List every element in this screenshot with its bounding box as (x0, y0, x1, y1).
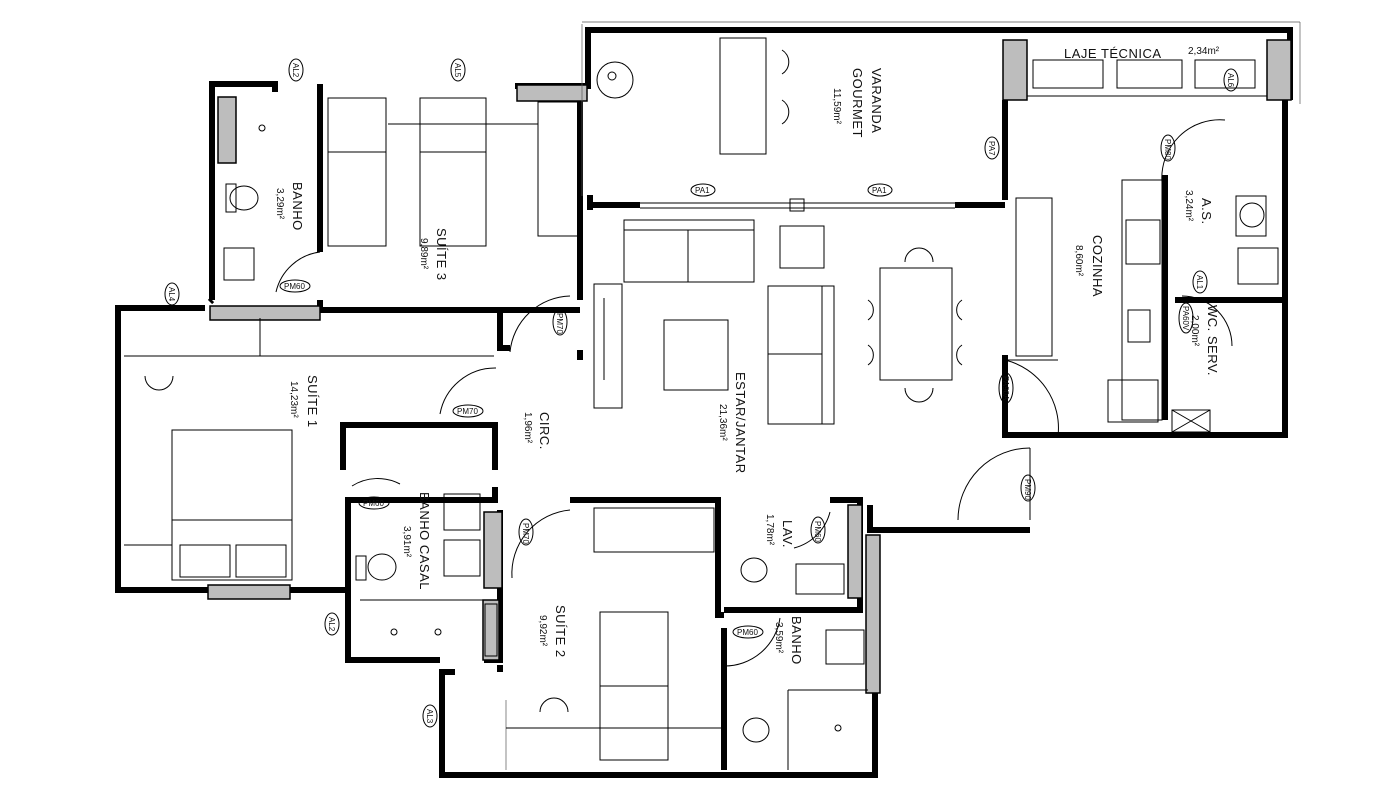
tag-pm60-suite2: PM60 (737, 628, 758, 637)
tag-pa90a: PA90A (1001, 376, 1010, 401)
tags: AL2 AL5 AL4 AL2 AL3 AL6 AL1 PA7 PA90A PM… (164, 58, 1239, 728)
wc-serv-area: 2,00m² (1189, 315, 1200, 347)
tag-al2-bottom: AL2 (327, 617, 336, 632)
laje-tecnica-area: 2,34m² (1188, 46, 1220, 57)
tag-pa7: PA7 (987, 141, 996, 156)
tag-al4: AL4 (167, 287, 176, 302)
banho-casal-area: 3,91m² (401, 526, 412, 558)
circ-area: 1,96m² (522, 412, 533, 444)
banho-casal-name: BANHO CASAL (417, 492, 432, 590)
chairs (144, 49, 963, 713)
tag-pm60-casal: PM60 (363, 499, 384, 508)
suite3-area: 9,89m² (418, 238, 429, 270)
tag-pm60-lav: PM60 (813, 521, 822, 542)
cozinha-area: 8,60m² (1073, 245, 1084, 277)
lav-area: 1,78m² (764, 514, 775, 546)
as-area: 3,24m² (1183, 190, 1194, 222)
tag-pm70-c: PM70 (521, 523, 530, 544)
banho-top-name: BANHO (290, 182, 305, 231)
door-swings (275, 119, 1233, 667)
wc-serv-name: WC. SERV. (1205, 305, 1220, 376)
tag-pm60-banho: PM60 (284, 282, 305, 291)
suite2-name: SUÍTE 2 (553, 605, 568, 658)
suite1-name: SUÍTE 1 (305, 375, 320, 428)
estar-jantar-name: ESTAR/JANTAR (733, 372, 748, 474)
banho-bottom-area: 3,59m² (773, 622, 784, 654)
estar-jantar-area: 21,36m² (717, 404, 728, 441)
laje-tecnica-name: LAJE TÉCNICA (1064, 46, 1162, 61)
varanda-area: 11,59m² (831, 88, 842, 125)
banho-bottom-name: BANHO (789, 616, 804, 665)
tag-pm70-b: PM70 (457, 407, 478, 416)
tag-al3: AL3 (425, 709, 434, 724)
tag-al1: AL1 (1195, 275, 1204, 290)
suite2-area: 9,92m² (537, 615, 548, 647)
interior-lines (124, 21, 1301, 770)
tag-al2-top: AL2 (291, 63, 300, 78)
tag-pm80: PM80 (1163, 139, 1172, 160)
circ-name: CIRC. (537, 412, 552, 450)
tag-al5: AL5 (453, 63, 462, 78)
varanda-name-line2: GOURMET (850, 68, 865, 138)
tag-pa60v: PA60V (1181, 306, 1190, 331)
lav-name: LAV. (780, 520, 795, 548)
pillars (207, 39, 1292, 694)
tag-pm90: PM90 (1023, 479, 1032, 500)
tag-pm70-a: PM70 (555, 313, 564, 334)
suite3-name: SUÍTE 3 (434, 228, 449, 281)
tag-al6: AL6 (1226, 73, 1235, 88)
tag-pa1-right: PA1 (872, 186, 887, 195)
as-name: A.S. (1199, 198, 1214, 225)
suite1-area: 14,23m² (288, 381, 299, 418)
cozinha-name: COZINHA (1090, 235, 1105, 297)
banho-top-area: 3,29m² (274, 188, 285, 220)
tag-pa1-left: PA1 (695, 186, 710, 195)
varanda-name-line1: VARANDA (869, 68, 884, 133)
